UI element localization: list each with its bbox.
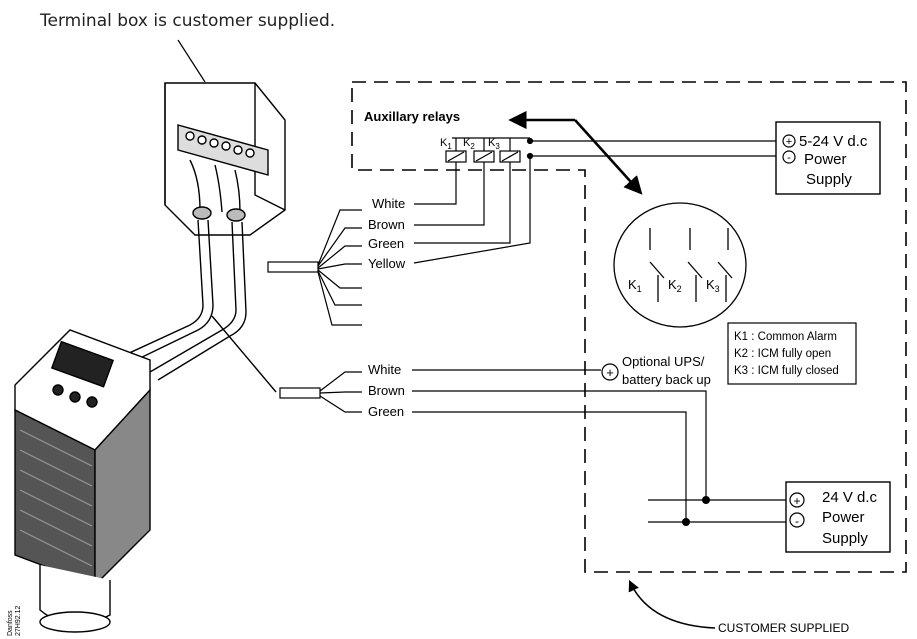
relay-label-k2: K2 (463, 137, 475, 151)
junction-plus (702, 496, 710, 504)
doc-id-line2: 27H92.12 (15, 606, 22, 636)
customer-supplied-label: CUSTOMER SUPPLIED (718, 621, 849, 635)
header-note: Terminal box is customer supplied. (39, 11, 335, 31)
wire-label-yellow-aux: Yellow (368, 256, 406, 271)
relay-contacts (445, 137, 530, 163)
top-power-supply-box (775, 121, 881, 195)
wire-label-brown-power: Brown (368, 383, 405, 398)
relay-arrow-right (574, 119, 643, 195)
svg-text:+: + (606, 365, 614, 380)
svg-text:-: - (787, 152, 791, 164)
cables (124, 219, 277, 393)
bottom-supply-voltage: 24 V d.c (822, 489, 878, 506)
wire-label-white-aux: White (372, 196, 405, 211)
customer-supplied-arrow (628, 579, 716, 629)
top-supply-wires (526, 137, 776, 160)
wire-label-green-aux: Green (368, 236, 404, 251)
wire-label-green-power: Green (368, 404, 404, 419)
customer-supplied-boundary (351, 81, 907, 573)
top-supply-voltage: 5-24 V d.c (799, 133, 868, 150)
top-plus-terminal (782, 134, 796, 148)
detail-label-k1: K1 (628, 277, 642, 294)
aux-wires (413, 156, 531, 264)
relay-detail-circle (613, 202, 747, 328)
ups-label-line1: Optional UPS/ (622, 354, 705, 369)
wire-label-brown-aux: Brown (368, 217, 405, 232)
power-cable-fanout (279, 371, 362, 413)
detail-label-k3: K3 (706, 277, 720, 294)
detail-label-k2: K2 (668, 277, 682, 294)
aux-relays-label: Auxillary relays (364, 109, 460, 124)
junction-minus (682, 518, 690, 526)
relay-label-k3: K3 (488, 137, 500, 151)
relay-legend-box (727, 322, 857, 385)
bottom-supply-line3: Supply (822, 530, 868, 547)
power-wires (412, 369, 786, 523)
relay-label-k1: K1 (440, 137, 452, 151)
top-supply-line3: Supply (806, 171, 852, 188)
ups-label-line2: battery back up (622, 372, 711, 387)
legend-k3: K3 : ICM fully closed (734, 365, 839, 377)
svg-text:-: - (795, 514, 799, 528)
aux-cable-fanout (267, 209, 362, 326)
actuator (14, 329, 151, 633)
wire-label-white-power: White (368, 362, 401, 377)
svg-text:+: + (786, 136, 792, 148)
top-supply-line2: Power (804, 151, 847, 168)
bottom-supply-line2: Power (822, 509, 865, 526)
header-pointer (177, 39, 206, 83)
doc-id-line1: Danfoss (7, 610, 14, 636)
svg-text:+: + (793, 494, 800, 508)
bottom-minus-terminal (789, 512, 805, 528)
legend-k2: K2 : ICM fully open (734, 348, 831, 360)
terminal-box (164, 82, 286, 236)
legend-k1: K1 : Common Alarm (734, 331, 837, 343)
ups-plus-terminal (601, 363, 619, 381)
bottom-plus-terminal (789, 492, 805, 508)
top-minus-terminal (782, 150, 796, 164)
